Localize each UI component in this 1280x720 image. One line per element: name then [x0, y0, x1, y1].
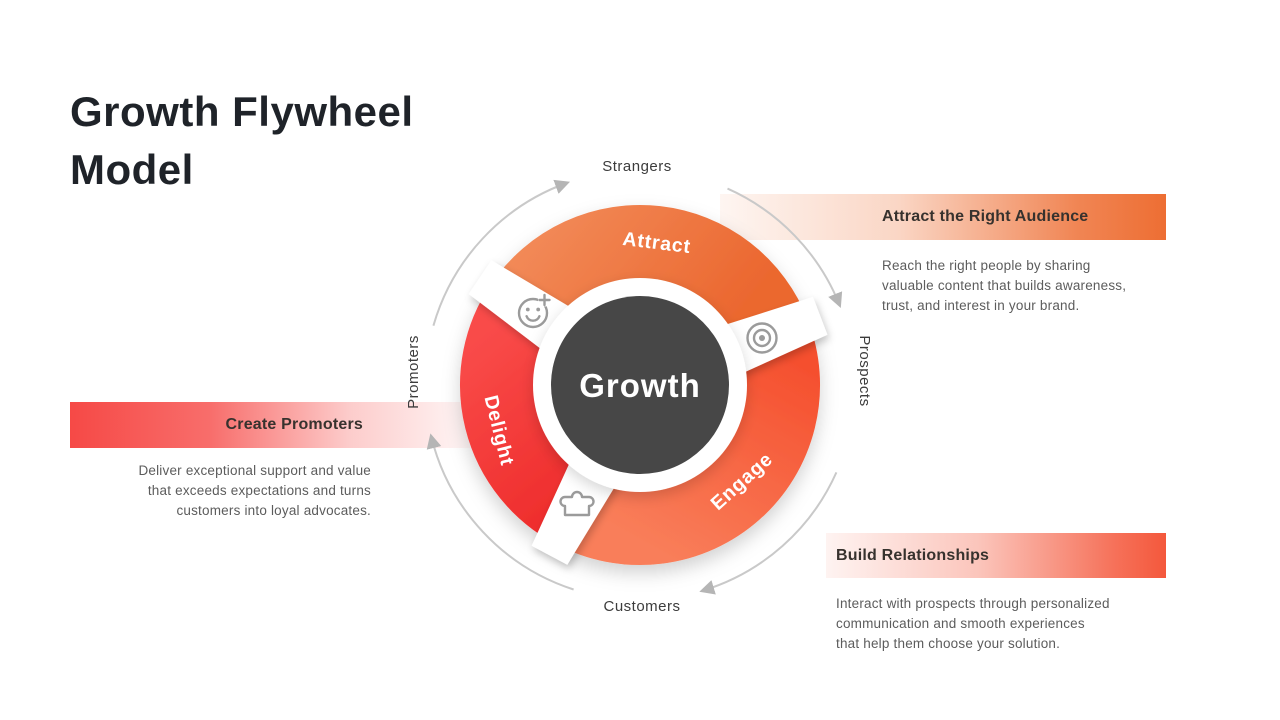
stage-label-customers: Customers [603, 598, 680, 615]
cycle-arrow-customers-to-promoters [426, 433, 574, 591]
segment-engage [555, 320, 820, 566]
segment-attract [490, 205, 809, 348]
cycle-arrows [426, 179, 843, 595]
flywheel-diagram: Strangers Prospects Customers Promoters [405, 158, 873, 615]
center-label: Growth [579, 367, 700, 404]
attract-callout-bar [720, 194, 1166, 240]
stage-label-strangers: Strangers [602, 158, 672, 175]
stage-label-prospects: Prospects [856, 335, 873, 406]
segment-delight [460, 284, 592, 544]
delight-callout-title: Create Promoters [225, 416, 363, 433]
attract-callout-title: Attract the Right Audience [882, 208, 1089, 225]
stage-label-promoters: Promoters [405, 335, 422, 409]
engage-callout-bar [826, 533, 1166, 578]
page-title: Growth Flywheel Model [70, 88, 414, 194]
delight-callout-bar [70, 402, 470, 448]
engage-callout-title: Build Relationships [836, 547, 990, 564]
gap-wedge-right [715, 296, 828, 377]
cycle-arrow-strangers-to-prospects [727, 187, 843, 308]
engage-callout-body: Interact with prospects through personal… [836, 596, 1110, 651]
smiley-plus-icon [517, 293, 551, 329]
cycle-arrow-prospects-to-customers [699, 471, 838, 595]
attract-callout-body: Reach the right people by sharing valuab… [882, 258, 1127, 313]
center-circle [551, 296, 729, 474]
target-icon [746, 322, 778, 354]
puzzle-icon [559, 490, 595, 517]
delight-callout-body: Deliver exceptional support and value th… [138, 463, 371, 518]
cycle-arrow-promoters-to-strangers [432, 179, 571, 326]
